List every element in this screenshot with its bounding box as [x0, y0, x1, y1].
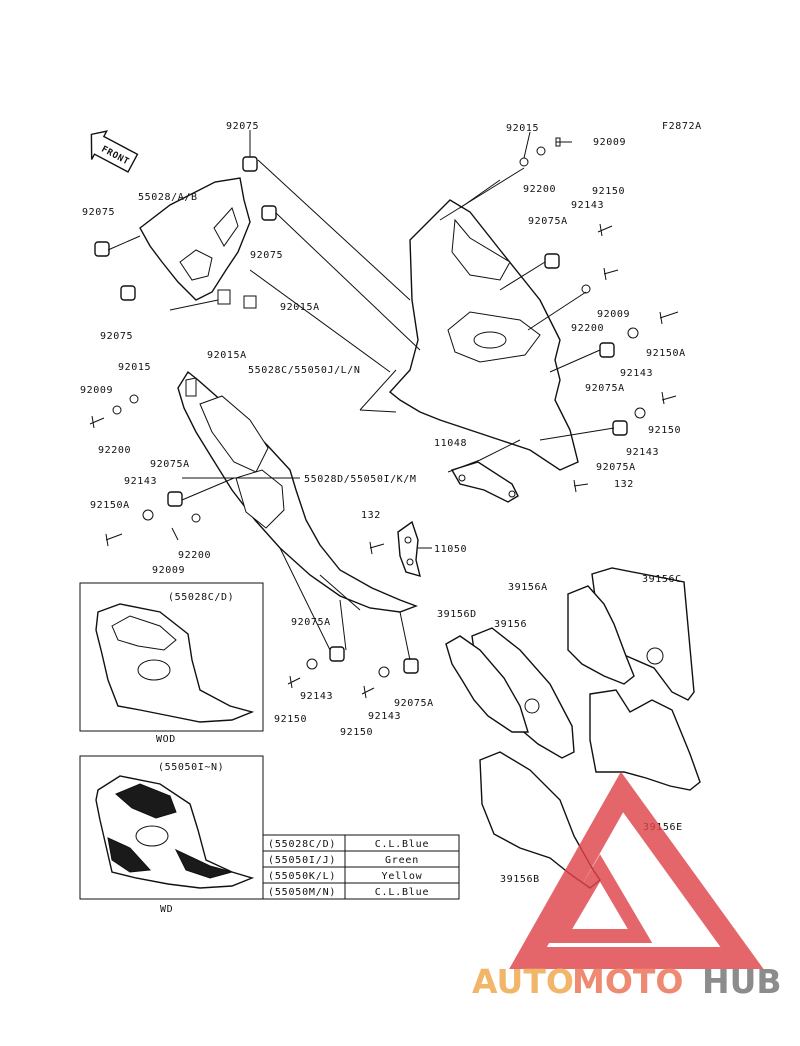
part-label: 39156A — [508, 582, 548, 593]
inner-cover-upper — [139, 177, 251, 301]
inset-top-caption: WOD — [156, 734, 176, 745]
inset-box-top: (55028C/D) — [79, 582, 264, 732]
part-label: 92150 — [592, 186, 625, 197]
part-label: 39156D — [437, 609, 477, 620]
part-label: 92009 — [597, 309, 630, 320]
table-row-color: C.L.Blue — [375, 839, 430, 850]
part-label: 92015 — [506, 123, 539, 134]
part-label: 92075 — [226, 121, 259, 132]
part-label: 92075A — [150, 459, 190, 470]
part-label: 92150 — [648, 425, 681, 436]
inset-bottom-title: (55050I~N) — [158, 762, 224, 773]
part-label: 92200 — [98, 445, 131, 456]
part-label: 92150A — [646, 348, 686, 359]
part-label: 92143 — [571, 200, 604, 211]
watermark-part-hub: HUB — [702, 962, 782, 1001]
part-label: 92015A — [207, 350, 247, 361]
bracket-11050 — [397, 520, 421, 578]
part-label: 92200 — [523, 184, 556, 195]
part-label: 39156B — [500, 874, 540, 885]
part-label: 55028C/55050J/L/N — [248, 365, 361, 376]
upper-fairing — [388, 199, 579, 471]
part-label: 92009 — [80, 385, 113, 396]
part-label: 92200 — [571, 323, 604, 334]
part-label: 11050 — [434, 544, 467, 555]
watermark-part-moto: MOTO — [572, 962, 683, 1001]
part-label: 92150 — [274, 714, 307, 725]
part-label: 92143 — [124, 476, 157, 487]
washers — [112, 146, 646, 678]
part-label: 92143 — [368, 711, 401, 722]
diagram-code: F2872A — [662, 121, 702, 132]
inner-pads — [445, 567, 701, 889]
part-label: 55028D/55050I/K/M — [304, 474, 417, 485]
watermark-part-auto: AUTO — [472, 962, 574, 1001]
part-labels: 92075 92015 92009 55028/A/B 92075 92075 … — [80, 121, 686, 885]
part-label: 55028/A/B — [138, 192, 198, 203]
part-label: 92075A — [585, 383, 625, 394]
part-label: 132 — [614, 479, 634, 490]
part-label: 92143 — [300, 691, 333, 702]
part-label: 92150 — [340, 727, 373, 738]
watermark-text: AUTO MOTO HUB — [472, 962, 782, 1001]
part-label: 92009 — [152, 565, 185, 576]
part-label: 92075A — [528, 216, 568, 227]
part-label: 11048 — [434, 438, 467, 449]
part-label: 92009 — [593, 137, 626, 148]
table-row-color: Yellow — [382, 871, 423, 882]
inset-bottom-caption: WD — [160, 904, 173, 915]
part-label: 39156E — [643, 822, 683, 833]
bolts — [89, 137, 679, 699]
part-label: 92075 — [82, 207, 115, 218]
color-table: (55028C/D) C.L.Blue (55050I/J) Green (55… — [262, 834, 460, 900]
part-label: 92075A — [394, 698, 434, 709]
leader-lines — [107, 130, 615, 661]
table-row-color: Green — [385, 855, 419, 866]
inset-box-bottom: (55050I~N) — [79, 755, 264, 900]
table-row-code: (55028C/D) — [268, 839, 336, 850]
front-arrow-icon: FRONT — [90, 130, 139, 173]
part-label: 92075A — [596, 462, 636, 473]
part-label: 92015 — [118, 362, 151, 373]
part-label: 39156 — [494, 619, 527, 630]
part-label: 92015A — [280, 302, 320, 313]
part-label: 92075 — [100, 331, 133, 342]
table-row-code: (55050M/N) — [268, 887, 336, 898]
lower-fairing — [177, 370, 418, 613]
table-row-color: C.L.Blue — [375, 887, 430, 898]
part-label: 92143 — [626, 447, 659, 458]
part-label: 92200 — [178, 550, 211, 561]
bracket-11048 — [450, 461, 519, 503]
table-row-code: (55050K/L) — [268, 871, 336, 882]
inset-top-title: (55028C/D) — [168, 592, 234, 603]
table-row-code: (55050I/J) — [268, 855, 336, 866]
watermark-logo — [509, 771, 764, 969]
part-label: 132 — [361, 510, 381, 521]
part-label: 92143 — [620, 368, 653, 379]
part-label: 39156C — [642, 574, 682, 585]
part-label: 92075A — [291, 617, 331, 628]
part-label: 92150A — [90, 500, 130, 511]
part-label: 92075 — [250, 250, 283, 261]
